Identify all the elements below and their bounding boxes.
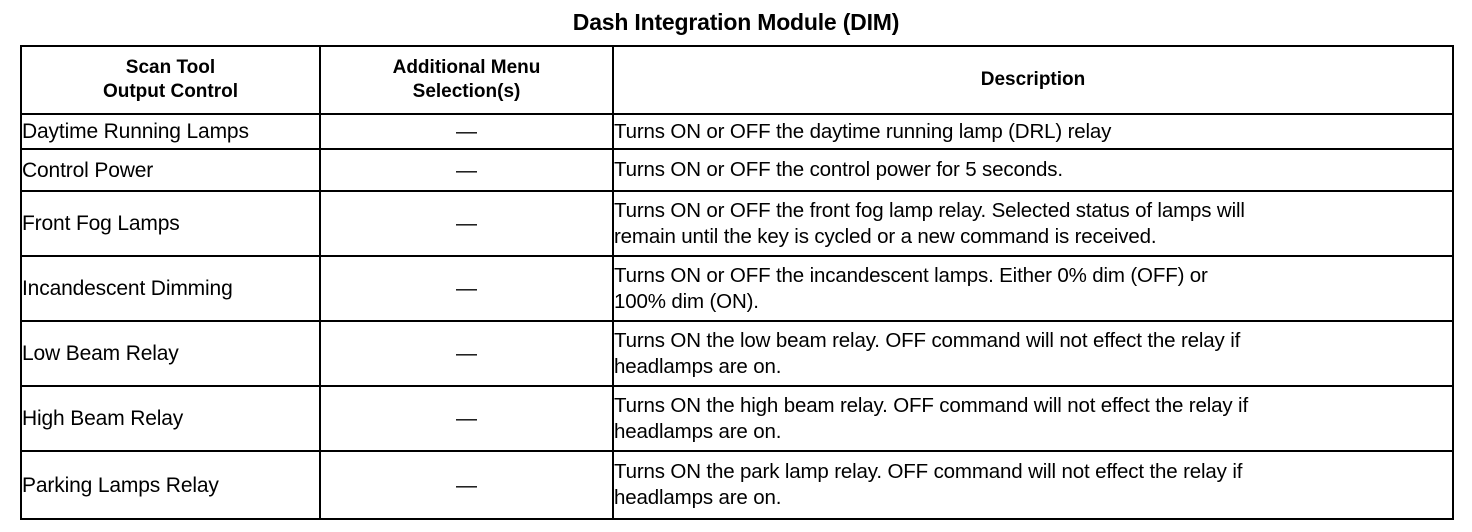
description-line-1: Turns ON or OFF the control power for 5 …: [614, 158, 1063, 181]
column-header-scan-tool-output-control: Scan Tool Output Control: [20, 45, 321, 115]
description-line-2: 100% dim (ON).: [614, 289, 759, 313]
description-line-1: Turns ON the low beam relay. OFF command…: [614, 328, 1241, 352]
table-body: Daytime Running Lamps — Turns ON or OFF …: [20, 113, 1454, 520]
cell-scan-tool-output-control: Parking Lamps Relay: [20, 450, 321, 520]
table-container: Scan Tool Output Control Additional Menu…: [20, 45, 1454, 520]
table-row: Front Fog Lamps — Turns ON or OFF the fr…: [20, 190, 1454, 257]
column-header-line-1: Description: [980, 69, 1086, 90]
cell-additional-menu-selection: —: [319, 320, 614, 387]
description-line-1: Turns ON or OFF the incandescent lamps. …: [614, 263, 1208, 287]
table-row: Low Beam Relay — Turns ON the low beam r…: [20, 320, 1454, 387]
column-header-description: Description: [612, 45, 1454, 115]
cell-description: Turns ON the low beam relay. OFF command…: [612, 320, 1454, 387]
column-header-line-1: Additional Menu: [392, 57, 541, 78]
cell-additional-menu-selection: —: [319, 450, 614, 520]
description-line-2: remain until the key is cycled or a new …: [614, 224, 1157, 248]
cell-description: Turns ON or OFF the incandescent lamps. …: [612, 255, 1454, 322]
column-header-line-1: Scan Tool: [125, 57, 216, 78]
table-row: Parking Lamps Relay — Turns ON the park …: [20, 450, 1454, 520]
cell-description: Turns ON or OFF the daytime running lamp…: [612, 113, 1454, 150]
column-header-line-2: Selection(s): [412, 81, 521, 102]
page-title: Dash Integration Module (DIM): [572, 9, 900, 35]
table-header: Scan Tool Output Control Additional Menu…: [20, 45, 1454, 115]
cell-additional-menu-selection: —: [319, 113, 614, 150]
description-line-2: headlamps are on.: [614, 354, 782, 378]
cell-additional-menu-selection: —: [319, 148, 614, 192]
table-row: Daytime Running Lamps — Turns ON or OFF …: [20, 113, 1454, 150]
output-control-table: Scan Tool Output Control Additional Menu…: [20, 45, 1454, 520]
table-row: Incandescent Dimming — Turns ON or OFF t…: [20, 255, 1454, 322]
description-line-1: Turns ON or OFF the front fog lamp relay…: [614, 198, 1245, 222]
cell-description: Turns ON the high beam relay. OFF comman…: [612, 385, 1454, 452]
cell-scan-tool-output-control: High Beam Relay: [20, 385, 321, 452]
description-line-1: Turns ON the high beam relay. OFF comman…: [614, 393, 1248, 417]
cell-additional-menu-selection: —: [319, 190, 614, 257]
cell-scan-tool-output-control: Low Beam Relay: [20, 320, 321, 387]
cell-scan-tool-output-control: Front Fog Lamps: [20, 190, 321, 257]
column-header-line-2: Output Control: [102, 81, 239, 102]
cell-scan-tool-output-control: Daytime Running Lamps: [20, 113, 321, 150]
cell-additional-menu-selection: —: [319, 255, 614, 322]
column-header-additional-menu-selections: Additional Menu Selection(s): [319, 45, 614, 115]
description-line-2: headlamps are on.: [614, 419, 782, 443]
cell-description: Turns ON or OFF the front fog lamp relay…: [612, 190, 1454, 257]
description-line-2: headlamps are on.: [614, 486, 782, 509]
description-line-1: Turns ON the park lamp relay. OFF comman…: [614, 460, 1243, 483]
cell-scan-tool-output-control: Incandescent Dimming: [20, 255, 321, 322]
description-line-1: Turns ON or OFF the daytime running lamp…: [614, 119, 1112, 143]
table-row: Control Power — Turns ON or OFF the cont…: [20, 148, 1454, 192]
table-row: High Beam Relay — Turns ON the high beam…: [20, 385, 1454, 452]
cell-additional-menu-selection: —: [319, 385, 614, 452]
cell-description: Turns ON or OFF the control power for 5 …: [612, 148, 1454, 192]
cell-scan-tool-output-control: Control Power: [20, 148, 321, 192]
table-header-row: Scan Tool Output Control Additional Menu…: [20, 45, 1454, 115]
cell-description: Turns ON the park lamp relay. OFF comman…: [612, 450, 1454, 520]
